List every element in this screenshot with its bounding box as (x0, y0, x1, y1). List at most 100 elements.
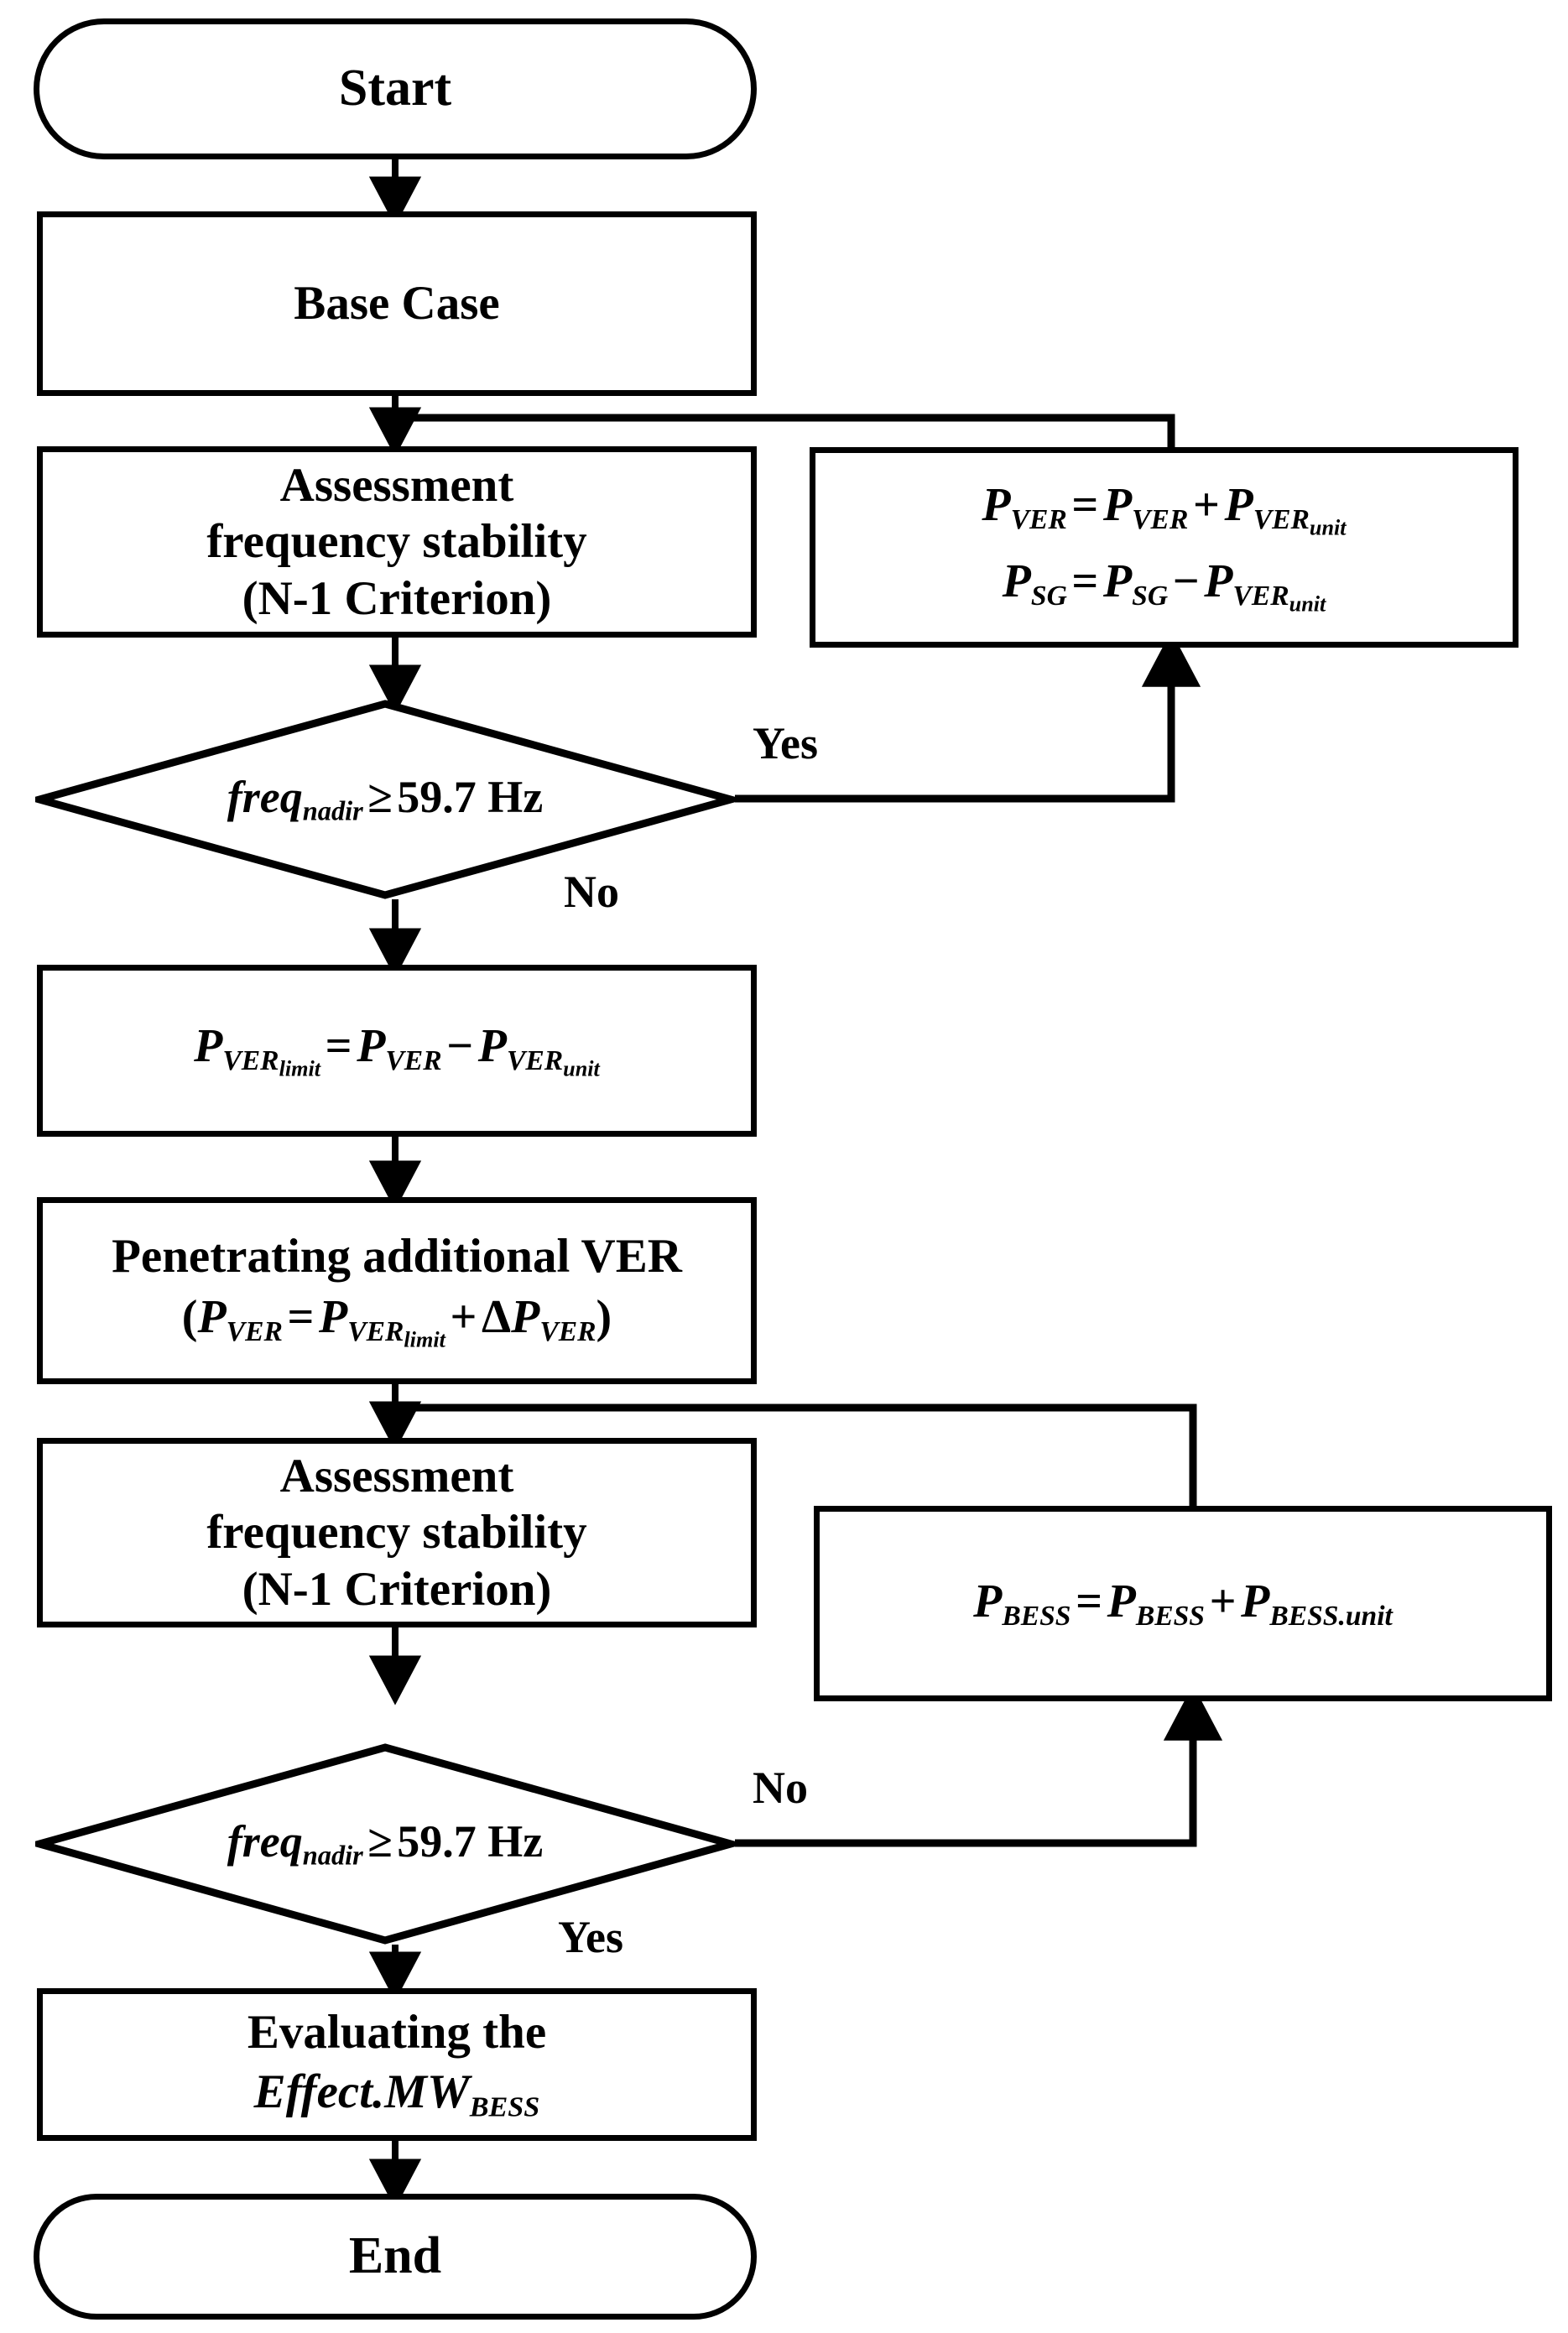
sym-equals-2: = (1071, 555, 1099, 607)
sub-ver-7: VER (226, 1316, 283, 1348)
decision-2-condition: freqnadir≥59.7 Hz (227, 1815, 543, 1872)
sym-p-7: P (194, 1020, 223, 1073)
sub-bess-unit: BESS.unit (1269, 1601, 1393, 1632)
sub-ver-8: VER (539, 1316, 596, 1348)
sub-sg-2: SG (1132, 580, 1169, 612)
sym-equals-5: = (1076, 1575, 1103, 1628)
sym-equals-1: = (1071, 479, 1099, 532)
edge-label-decision1-yes: Yes (753, 717, 818, 769)
sub-dot-unit: .unit (1338, 1601, 1393, 1633)
sym-hz-1: 59.7 Hz (397, 772, 544, 823)
sub-ver-limit-2-text: VER (347, 1316, 404, 1348)
decision-1-shape (35, 700, 735, 899)
decision1-yes-text: Yes (753, 718, 818, 768)
sub-nadir-1: nadir (302, 796, 363, 827)
sym-p-9: P (477, 1020, 507, 1073)
sym-paren-close-1: ) (596, 1290, 612, 1343)
sym-p-1: P (982, 479, 1011, 532)
sub-ver-4: VERunit (1232, 580, 1326, 616)
assessment-1-text: Assessment frequency stability (N-1 Crit… (43, 457, 751, 627)
sub-ver-limit-2: VERlimit (347, 1316, 445, 1351)
equation-ver-limit: PVERlimit=PVER−PVERunit (194, 1018, 600, 1082)
sub-ver-limit-1-text: VER (222, 1045, 279, 1077)
edge-label-decision1-no: No (564, 866, 619, 918)
assessment-1-line-2: frequency stability (206, 515, 587, 569)
start-label: Start (338, 60, 452, 117)
node-decision-2[interactable]: freqnadir≥59.7 Hz (35, 1743, 735, 1945)
sym-plus-1: + (1192, 479, 1220, 532)
edge-base-case-to-update-ver-sg (395, 414, 1175, 447)
sym-equals-4: = (287, 1290, 315, 1343)
sub-limit-2: limit (404, 1327, 445, 1352)
equation-p-sg: PSG=PSG−PVERunit (815, 554, 1513, 617)
edge-label-decision2-yes: Yes (558, 1911, 623, 1963)
sym-p-15: P (1241, 1575, 1270, 1628)
sym-plus-3: + (1209, 1575, 1237, 1628)
node-evaluating[interactable]: Evaluating the Effect.MWBESS (37, 1988, 757, 2141)
sym-freq-2: freq (227, 1816, 303, 1867)
sym-p-10: P (197, 1290, 227, 1343)
base-case-label: Base Case (294, 277, 500, 331)
sym-p-12: P (511, 1290, 540, 1343)
sym-paren-open-1: ( (181, 1290, 198, 1343)
sym-delta-1: Δ (482, 1290, 512, 1343)
sym-geq-1: ≥ (367, 772, 393, 823)
decision-1-condition: freqnadir≥59.7 Hz (227, 771, 543, 828)
sub-ver-6-text: VER (506, 1045, 564, 1077)
sym-freq-1: freq (227, 772, 303, 823)
sub-bess-2: BESS (1135, 1601, 1205, 1633)
evaluating-line-1: Evaluating the (247, 2006, 547, 2060)
sym-p-8: P (357, 1020, 386, 1073)
sym-equals-3: = (325, 1020, 352, 1073)
sym-p-5: P (1102, 555, 1133, 607)
sym-p-3: P (1224, 479, 1253, 532)
assessment-2-text: Assessment frequency stability (N-1 Crit… (43, 1448, 751, 1617)
sub-unit-3: unit (563, 1056, 600, 1081)
decision-2-shape (35, 1743, 735, 1945)
sub-unit-1: unit (1309, 515, 1347, 540)
sym-p-4: P (1002, 555, 1031, 607)
penetrating-ver-text: Penetrating additional VER (PVER=PVERlim… (43, 1228, 751, 1354)
equation-p-bess: PBESS=PBESS+PBESS.unit (973, 1574, 1393, 1633)
node-penetrating-ver[interactable]: Penetrating additional VER (PVER=PVERlim… (37, 1197, 757, 1384)
sub-ver-3-text: VER (1253, 504, 1310, 536)
penetrating-ver-equation: (PVER=PVERlimit+ΔPVER) (43, 1289, 751, 1353)
sub-ver-5: VER (385, 1045, 442, 1077)
sym-p-13: P (973, 1575, 1003, 1628)
sym-p-14: P (1107, 1575, 1136, 1628)
node-start[interactable]: Start (34, 18, 757, 159)
sym-p-6: P (1204, 555, 1233, 607)
decision2-yes-text: Yes (558, 1912, 623, 1962)
sym-effect-mw: Effect.MW (253, 2065, 470, 2119)
edge-label-decision2-no: No (753, 1762, 808, 1814)
sub-ver-3: VERunit (1253, 504, 1347, 539)
node-update-ver-sg[interactable]: PVER=PVER+PVERunit PSG=PSG−PVERunit (810, 447, 1519, 648)
node-ver-limit[interactable]: PVERlimit=PVER−PVERunit (37, 965, 757, 1137)
penetrating-ver-line-1: Penetrating additional VER (112, 1229, 682, 1283)
evaluating-equation: Effect.MWBESS (43, 2064, 751, 2125)
node-decision-1[interactable]: freqnadir≥59.7 Hz (35, 700, 735, 899)
assessment-2-line-2: frequency stability (206, 1506, 587, 1560)
node-end[interactable]: End (34, 2194, 757, 2320)
update-ver-sg-equations: PVER=PVER+PVERunit PSG=PSG−PVERunit (815, 477, 1513, 617)
sym-p-2: P (1102, 479, 1133, 532)
assessment-1-line-1: Assessment (279, 459, 514, 513)
sub-ver-2: VER (1132, 504, 1189, 536)
sym-minus-1: − (1172, 555, 1200, 607)
decision1-no-text: No (564, 867, 619, 917)
evaluating-text: Evaluating the Effect.MWBESS (43, 2004, 751, 2125)
assessment-2-line-1: Assessment (279, 1450, 514, 1503)
equation-p-ver: PVER=PVER+PVERunit (815, 477, 1513, 541)
sub-unit-2: unit (1289, 591, 1326, 616)
sym-hz-2: 59.7 Hz (397, 1816, 544, 1867)
node-assessment-2[interactable]: Assessment frequency stability (N-1 Crit… (37, 1438, 757, 1627)
sym-geq-2: ≥ (367, 1816, 393, 1867)
sub-ver-1: VER (1010, 504, 1067, 536)
decision2-no-text: No (753, 1763, 808, 1813)
sub-ver-4-text: VER (1232, 580, 1289, 612)
node-base-case[interactable]: Base Case (37, 211, 757, 396)
node-assessment-1[interactable]: Assessment frequency stability (N-1 Crit… (37, 446, 757, 638)
end-label: End (348, 2227, 442, 2285)
node-update-bess[interactable]: PBESS=PBESS+PBESS.unit (814, 1506, 1552, 1701)
sym-minus-2: − (446, 1020, 474, 1073)
